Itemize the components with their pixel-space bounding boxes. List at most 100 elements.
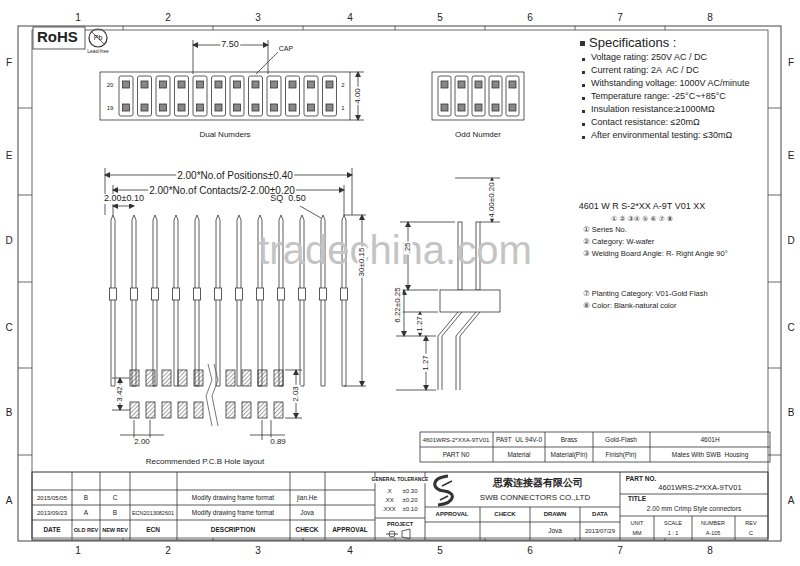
grid-ref: D	[786, 235, 795, 246]
dimension: 1.27	[416, 315, 425, 333]
pin-shoulder	[278, 288, 285, 300]
pin-square	[178, 81, 185, 88]
title-block-cell: .XXX	[381, 506, 397, 513]
pin-square	[458, 81, 465, 88]
pin	[153, 215, 157, 386]
title-block-cell: DESCRIPTION	[210, 526, 256, 533]
pin-square	[509, 81, 516, 88]
housing-cell	[267, 76, 281, 116]
code-index: ① ② ③④ ⑤ ⑥ ⑦ ⑧	[610, 215, 674, 223]
title-block-cell: 2013/09/23	[36, 510, 68, 517]
pin-square	[289, 81, 296, 88]
pad	[242, 402, 251, 418]
title-block-cell: ±0.20	[402, 497, 419, 504]
housing-cell	[304, 76, 318, 116]
housing-cell	[249, 76, 263, 116]
title-block-cell: TITLE	[627, 495, 647, 502]
title-block-cell: UNIT	[630, 520, 645, 526]
pad	[178, 402, 187, 418]
grid-ref: 8	[706, 12, 714, 23]
pad	[194, 370, 203, 386]
dimension: 2.00	[133, 438, 151, 447]
housing-cell	[506, 76, 519, 116]
housing-cell	[156, 76, 170, 116]
view-caption: Odd Numder	[454, 131, 502, 140]
pin-number: 20	[106, 82, 115, 89]
title-block-cell: B	[83, 494, 89, 501]
housing-cell	[455, 76, 468, 116]
pin	[195, 215, 199, 386]
title-block-cell: 4601WRS-2*XXA-9TV01	[657, 484, 742, 492]
pin-shoulder	[236, 288, 243, 300]
table-cell: Finish(Pin)	[604, 451, 637, 458]
title-block-cell: PROJECT	[386, 521, 414, 527]
title-block-cell: OLD REV	[73, 527, 99, 533]
title-block-cell: A	[83, 509, 89, 516]
pin-square	[289, 104, 296, 111]
title-block-cell: ±0.10	[402, 506, 419, 513]
code-note: ① Series No.	[582, 226, 628, 234]
pin-square	[215, 104, 222, 111]
title-block-cell: CHECK	[493, 511, 516, 518]
dimension: 1.27	[422, 354, 431, 372]
title-block-cell: A-105	[705, 530, 722, 536]
grid-ref: 1	[74, 12, 82, 23]
grid-ref: B	[5, 407, 14, 418]
title-block-cell: 2015/05/05	[36, 495, 68, 502]
dimension: 6.22±0.25	[394, 286, 403, 324]
dimension: 4.00±0.20	[488, 181, 497, 219]
pin-square	[326, 104, 333, 111]
title-block-cell: C	[112, 494, 119, 501]
spec-line: Current rating: 2A AC / DC	[590, 66, 700, 76]
title-block-cell: NEW REV	[101, 527, 129, 533]
grid-ref: 5	[436, 12, 444, 23]
pad	[194, 402, 203, 418]
grid-ref: 6	[526, 12, 534, 23]
dimension: 0.89	[269, 438, 287, 447]
grid-ref: 3	[254, 545, 262, 556]
title-block-cell: APPROVAL	[435, 511, 470, 518]
spec-line: Insulation resistance:≥1000MΩ	[590, 105, 716, 115]
pin-square	[326, 81, 333, 88]
company-name: SWB CONNECTORS CO.,LTD	[479, 494, 591, 503]
title-block-cell: Modify drawing frame format	[191, 494, 275, 501]
pin	[132, 215, 136, 386]
table-cell: 4601WRS-2*XXA-9TV01	[422, 437, 491, 444]
pin-shoulder	[194, 288, 201, 300]
grid-ref: 7	[616, 12, 624, 23]
title-block-cell: CHECK	[294, 526, 319, 533]
pin-square	[458, 104, 465, 111]
title-block-cell: 2013/07/29	[584, 528, 616, 535]
pin-square	[492, 81, 499, 88]
pin-square	[509, 104, 516, 111]
callout: CAP	[278, 45, 294, 53]
code-note: ⑦ Planting Category: V01-Gold Flash	[582, 290, 709, 298]
pin-square	[197, 104, 204, 111]
table-cell: Brass	[560, 436, 579, 443]
pin-square	[215, 81, 222, 88]
title-block-cell: ECN	[145, 526, 161, 533]
pin-shoulder	[215, 288, 222, 300]
title-block-cell: MM	[631, 530, 642, 536]
title-block-cell: 1 : 1	[667, 530, 680, 536]
pin-shoulder	[257, 288, 264, 300]
dimension: 7.50	[220, 40, 240, 50]
table-cell: 4601H	[699, 436, 720, 443]
pin-shoulder	[320, 288, 327, 300]
spec-heading: Specifications :	[588, 36, 677, 50]
pin	[111, 215, 115, 386]
dimension: 3.42	[116, 385, 125, 403]
grid-ref: 1	[74, 545, 82, 556]
pin-square	[123, 104, 130, 111]
pad	[178, 370, 187, 386]
pin-number: 1	[340, 105, 345, 112]
code-note: ② Category: W-wafer	[582, 238, 655, 246]
grid-ref: C	[4, 322, 13, 333]
dimension: 30±0.15	[358, 247, 367, 278]
pin-square	[271, 81, 278, 88]
grid-ref: 6	[526, 545, 534, 556]
grid-ref: A	[5, 495, 14, 506]
grid-ref: 3	[254, 12, 262, 23]
code-note: ⑧ Color: Blank-natural color	[582, 302, 677, 310]
